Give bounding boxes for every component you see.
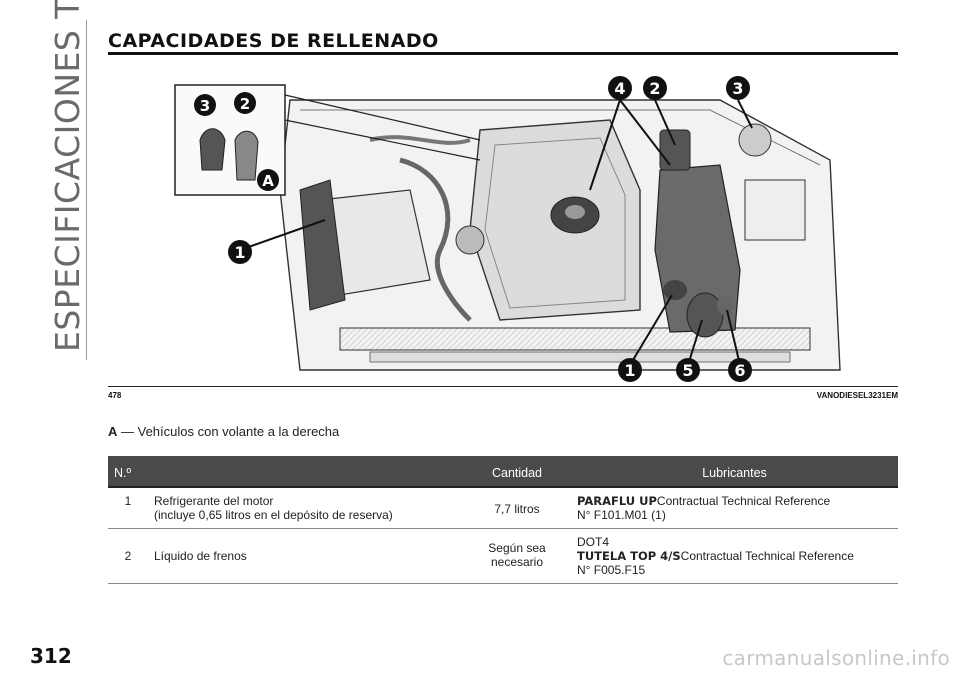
figure-callouts: 1 4 2 3 1 5 6 3 2 A xyxy=(194,76,752,382)
inset-callout-3: 3 xyxy=(194,94,216,116)
callout-6: 6 xyxy=(728,358,752,382)
svg-text:2: 2 xyxy=(240,95,250,113)
figure-code: VANODIESEL3231EM xyxy=(816,391,898,400)
capacities-table: N.º Cantidad Lubricantes 1 Refrigerante … xyxy=(108,456,898,584)
svg-text:2: 2 xyxy=(649,79,660,98)
table-row: 2 Líquido de frenos Según sea necesario … xyxy=(108,528,898,584)
figure-note: A — Vehículos con volante a la derecha xyxy=(108,424,339,439)
lubricant-line: PARAFLU UPContractual Technical Referenc… xyxy=(577,494,892,508)
title-rule xyxy=(108,52,898,55)
row-quantity: 7,7 litros xyxy=(463,486,571,529)
callout-1-left: 1 xyxy=(228,240,252,264)
lubricant-spec: DOT4 xyxy=(577,535,610,549)
note-text: — Vehículos con volante a la derecha xyxy=(117,424,340,439)
lubricant-brand: TUTELA TOP 4/S xyxy=(577,549,681,563)
callout-2: 2 xyxy=(643,76,667,100)
svg-text:A: A xyxy=(262,172,274,190)
quantity-line: Según sea xyxy=(488,541,546,555)
figure-rule xyxy=(108,386,898,387)
engine-bay-figure: 1 4 2 3 1 5 6 3 2 A xyxy=(140,70,868,385)
inset-callout-2: 2 xyxy=(234,92,256,114)
lubricant-code: N° F101.M01 (1) xyxy=(577,508,666,522)
inset-callout-a: A xyxy=(257,169,279,191)
row-number: 1 xyxy=(108,486,148,529)
svg-text:6: 6 xyxy=(734,361,745,380)
lubricant-brand: PARAFLU UP xyxy=(577,494,657,508)
callout-4: 4 xyxy=(608,76,632,100)
description-line: (incluye 0,65 litros en el depósito de r… xyxy=(154,508,393,522)
lubricant-reference: Contractual Technical Reference xyxy=(656,494,831,508)
figure-number: 478 xyxy=(108,391,122,400)
svg-text:3: 3 xyxy=(200,97,210,115)
quantity-line: necesario xyxy=(490,555,544,569)
header-number: N.º xyxy=(108,456,148,487)
svg-text:4: 4 xyxy=(614,79,625,98)
table-row: 1 Refrigerante del motor (incluye 0,65 l… xyxy=(108,486,898,529)
callout-3: 3 xyxy=(726,76,750,100)
engine-bay-illustration xyxy=(174,84,841,371)
callout-5: 5 xyxy=(676,358,700,382)
site-watermark: carmanualsonline.info xyxy=(722,646,950,670)
lubricant-reference: Contractual Technical Reference xyxy=(680,549,854,563)
lubricant-line: TUTELA TOP 4/SContractual Technical Refe… xyxy=(577,549,892,563)
chapter-side-title: ESPECIFICACIONES TÉCNICAS xyxy=(48,0,87,352)
row-lubricant: DOT4 TUTELA TOP 4/SContractual Technical… xyxy=(571,528,898,584)
lubricant-code: N° F005.F15 xyxy=(577,563,646,577)
callout-1-bottom: 1 xyxy=(618,358,642,382)
row-description: Refrigerante del motor (incluye 0,65 lit… xyxy=(148,486,463,529)
header-description xyxy=(148,456,463,487)
page-number: 312 xyxy=(30,644,72,668)
side-rule xyxy=(86,20,87,360)
row-quantity: Según sea necesario xyxy=(463,528,571,584)
note-letter: A xyxy=(108,424,118,439)
svg-text:1: 1 xyxy=(624,361,635,380)
table-header-row: N.º Cantidad Lubricantes xyxy=(108,456,898,487)
description-line: Refrigerante del motor xyxy=(154,494,274,508)
svg-text:5: 5 xyxy=(682,361,693,380)
header-quantity: Cantidad xyxy=(463,456,571,487)
header-lubricants: Lubricantes xyxy=(571,456,898,487)
section-title: CAPACIDADES DE RELLENADO xyxy=(108,30,439,52)
svg-text:3: 3 xyxy=(732,79,743,98)
row-lubricant: PARAFLU UPContractual Technical Referenc… xyxy=(571,486,898,529)
row-number: 2 xyxy=(108,528,148,584)
svg-text:1: 1 xyxy=(234,243,245,262)
row-description: Líquido de frenos xyxy=(148,528,463,584)
